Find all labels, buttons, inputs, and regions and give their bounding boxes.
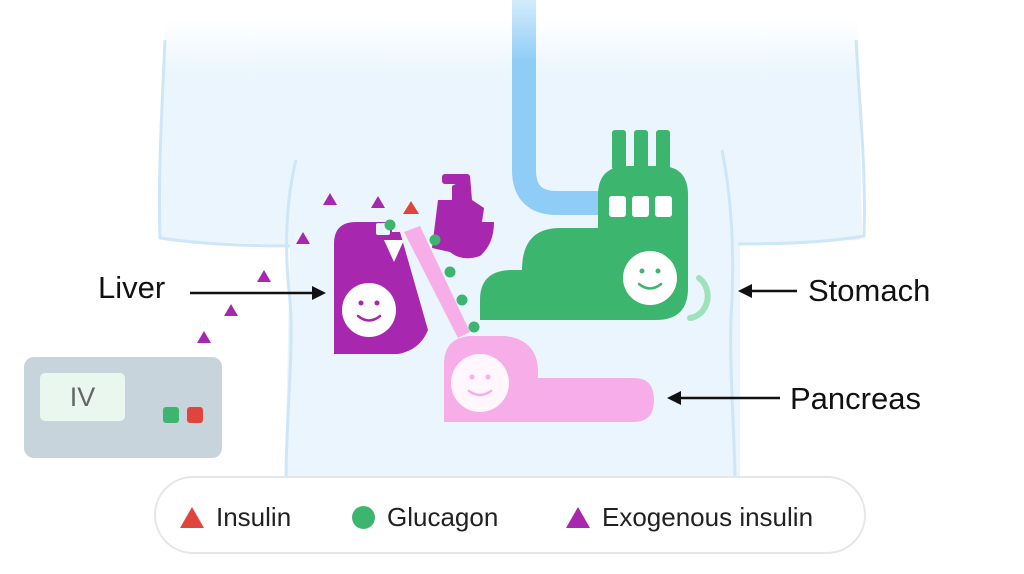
legend-label-glucagon: Glucagon	[387, 502, 499, 532]
legend-item-exogenous-insulin: Exogenous insulin	[566, 502, 813, 533]
legend: Insulin Glucagon Exogenous insulin	[154, 476, 866, 554]
iv-screen: IV	[40, 373, 125, 421]
glucagon-particles	[384, 219, 480, 333]
iv-pump: IV	[24, 357, 222, 458]
legend-item-glucagon: Glucagon	[352, 502, 498, 533]
insulin-triangle-icon	[180, 507, 204, 528]
stomach-label: Stomach	[808, 273, 931, 308]
insulin-particle	[403, 201, 419, 214]
label-arrows	[190, 284, 797, 405]
iv-red-button	[187, 407, 203, 423]
pancreas-label: Pancreas	[790, 381, 921, 416]
liver	[334, 174, 494, 354]
legend-label-insulin: Insulin	[216, 502, 292, 532]
stomach	[480, 130, 711, 321]
esophagus	[512, 0, 610, 215]
liver-label: Liver	[98, 270, 166, 305]
iv-label: IV	[69, 381, 96, 412]
torso	[157, 20, 866, 480]
legend-item-insulin: Insulin	[180, 502, 291, 533]
glucagon-circle-icon	[352, 506, 375, 529]
exogenous-insulin-triangle-icon	[566, 507, 590, 528]
exogenous-insulin-particles	[197, 193, 385, 343]
legend-label-exogenous-insulin: Exogenous insulin	[602, 502, 814, 532]
iv-green-button	[163, 407, 179, 423]
pancreas	[404, 226, 654, 422]
